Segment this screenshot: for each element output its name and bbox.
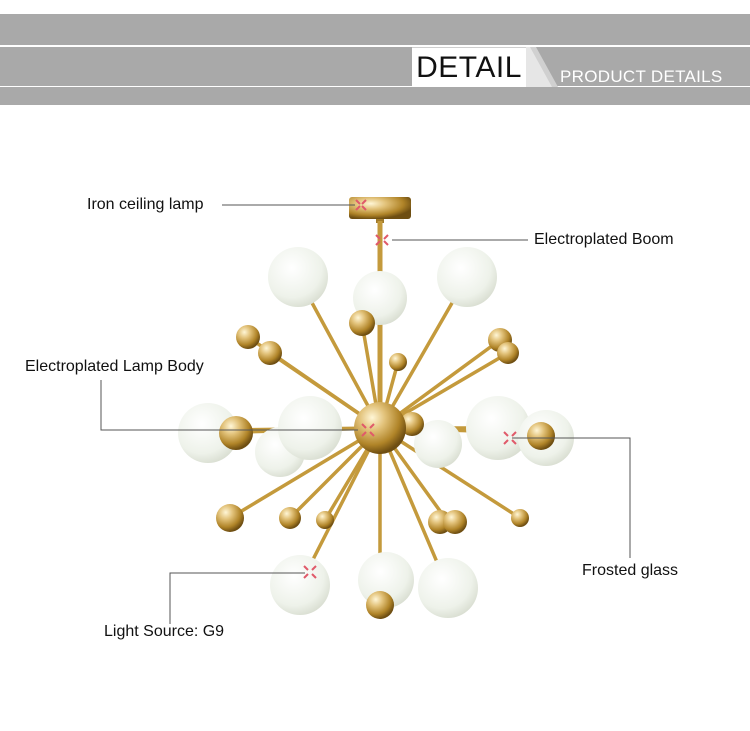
- lamp-body-hub: [354, 402, 406, 454]
- banner-bottom-stripe: [0, 47, 750, 105]
- label-frosted-glass: Frosted glass: [582, 562, 679, 579]
- frosted-glass-globes: [178, 247, 574, 618]
- label-light-source: Light Source: G9: [104, 623, 225, 640]
- header-banner: DETAIL PRODUCT DETAILS: [0, 0, 750, 105]
- callout-markers: [303, 199, 517, 579]
- banner-top-stripe: [0, 14, 750, 45]
- label-electroplated-lamp-body: Electroplated Lamp Body: [25, 358, 204, 375]
- marker-canopy: [355, 199, 367, 211]
- label-iron-ceiling-lamp: Iron ceiling lamp: [87, 196, 204, 213]
- page-title: DETAIL: [412, 47, 526, 87]
- callout-leader-lines: [100, 204, 631, 624]
- marker-frosted-glass: [503, 431, 517, 445]
- page-subtitle: PRODUCT DETAILS: [560, 67, 723, 86]
- title-tab-shadow: [526, 47, 558, 87]
- marker-lamp-body: [361, 423, 375, 437]
- banner-divider: [0, 86, 750, 87]
- marker-light-source: [303, 565, 317, 579]
- label-electroplated-boom: Electroplated Boom: [534, 231, 674, 248]
- gold-balls: [216, 310, 555, 619]
- marker-boom: [375, 234, 389, 246]
